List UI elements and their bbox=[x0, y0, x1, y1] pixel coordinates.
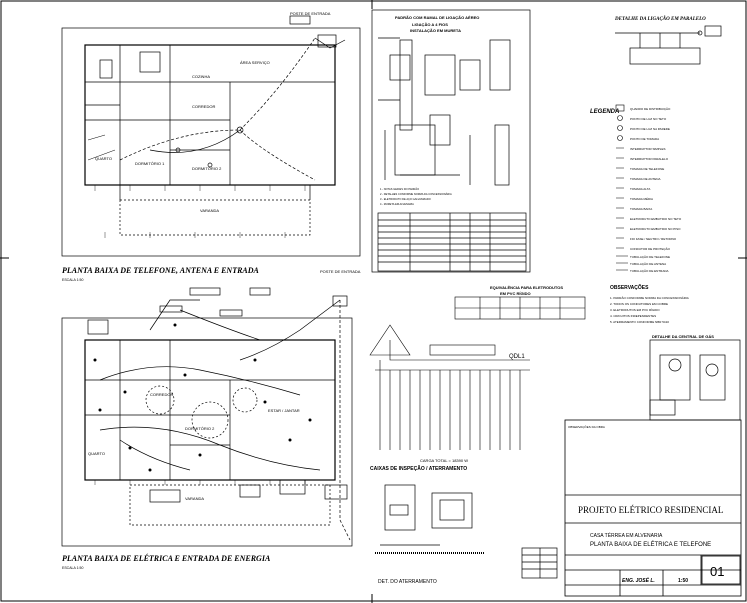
room-label: COZINHA bbox=[192, 74, 210, 79]
svg-text:TOMADA ALTA: TOMADA ALTA bbox=[630, 187, 650, 191]
svg-text:CONDUTOR DE PROTEÇÃO: CONDUTOR DE PROTEÇÃO bbox=[630, 246, 671, 251]
svg-text:CASA TÉRREA EM ALVENARIA: CASA TÉRREA EM ALVENARIA bbox=[590, 532, 663, 539]
inspection-box-detail bbox=[375, 484, 558, 579]
svg-text:PONTO DE TOMADA: PONTO DE TOMADA bbox=[630, 137, 659, 141]
svg-text:INSTALAÇÃO EM MURETA: INSTALAÇÃO EM MURETA bbox=[410, 28, 461, 33]
svg-text:4 - MURETA EM ALVENARIA: 4 - MURETA EM ALVENARIA bbox=[380, 202, 414, 206]
svg-text:DETALHE DA CENTRAL DE GÁS: DETALHE DA CENTRAL DE GÁS bbox=[652, 334, 714, 339]
svg-text:EQUIVALÊNCIA PARA ELETRODUTOS: EQUIVALÊNCIA PARA ELETRODUTOS bbox=[490, 285, 563, 290]
svg-text:1. PADRÃO CONFORME NORMA DA CO: 1. PADRÃO CONFORME NORMA DA CONCESSIONÁR… bbox=[610, 295, 689, 300]
svg-text:POSTE DE ENTRADA: POSTE DE ENTRADA bbox=[290, 11, 331, 16]
svg-text:DETALHE DA LIGAÇÃO EM PARALELO: DETALHE DA LIGAÇÃO EM PARALELO bbox=[614, 16, 706, 22]
svg-text:TUBULAÇÃO DE ANTENA: TUBULAÇÃO DE ANTENA bbox=[630, 261, 666, 266]
svg-text:QUADRO DE DISTRIBUIÇÃO: QUADRO DE DISTRIBUIÇÃO bbox=[630, 106, 671, 111]
svg-text:DET. DO ATERRAMENTO: DET. DO ATERRAMENTO bbox=[378, 579, 437, 585]
svg-text:ENG. JOSÉ L.: ENG. JOSÉ L. bbox=[622, 576, 655, 584]
svg-text:4. CIRCUITOS INDEPENDENTES: 4. CIRCUITOS INDEPENDENTES bbox=[610, 314, 656, 318]
svg-text:EM PVC RÍGIDO: EM PVC RÍGIDO bbox=[500, 291, 531, 296]
svg-text:QUARTO: QUARTO bbox=[88, 451, 105, 456]
standard-title: PADRÃO COM RAMAL DE LIGAÇÃO AÉREO bbox=[395, 15, 479, 20]
svg-text:TOMADA MÉDIA: TOMADA MÉDIA bbox=[630, 196, 653, 201]
svg-text:TOMADA DE ANTENA: TOMADA DE ANTENA bbox=[630, 177, 660, 181]
electric-plan bbox=[61, 287, 353, 547]
svg-text:LIGAÇÃO A 4 FIOS: LIGAÇÃO A 4 FIOS bbox=[412, 22, 448, 27]
sheet-number: 01 bbox=[710, 564, 724, 579]
svg-text:TUBULAÇÃO DE TELEFONE: TUBULAÇÃO DE TELEFONE bbox=[630, 254, 670, 259]
svg-text:ESTAR / JANTAR: ESTAR / JANTAR bbox=[268, 408, 300, 413]
svg-text:INTERRUPTOR SIMPLES: INTERRUPTOR SIMPLES bbox=[630, 147, 665, 151]
telephone-plan-title: PLANTA BAIXA DE TELEFONE, ANTENA E ENTRA… bbox=[62, 266, 260, 275]
svg-text:PONTO DE LUZ NA PAREDE: PONTO DE LUZ NA PAREDE bbox=[630, 127, 670, 131]
room-label: VARANDA bbox=[200, 208, 219, 213]
svg-text:ELETRODUTO EMBUTIDO NO PISO: ELETRODUTO EMBUTIDO NO PISO bbox=[630, 227, 681, 231]
entry-standard-detail bbox=[371, 9, 531, 273]
svg-text:QUARTO: QUARTO bbox=[95, 156, 112, 161]
svg-text:2. TODOS OS CONDUTORES EM COBR: 2. TODOS OS CONDUTORES EM COBRE bbox=[610, 302, 668, 306]
svg-text:TOMADA DE TELEFONE: TOMADA DE TELEFONE bbox=[630, 167, 664, 171]
svg-text:CAIXAS DE INSPEÇÃO / ATERRAMEN: CAIXAS DE INSPEÇÃO / ATERRAMENTO bbox=[370, 465, 467, 472]
svg-text:POSTE DE ENTRADA: POSTE DE ENTRADA bbox=[320, 269, 361, 274]
svg-text:PLANTA BAIXA DE ELÉTRICA E TEL: PLANTA BAIXA DE ELÉTRICA E TELEFONE bbox=[590, 541, 711, 548]
project-title: PROJETO ELÉTRICO RESIDENCIAL bbox=[578, 505, 723, 515]
svg-text:ÁREA SERVIÇO: ÁREA SERVIÇO bbox=[240, 60, 270, 65]
title-block bbox=[564, 419, 742, 597]
svg-text:CARGA TOTAL = 18390 W: CARGA TOTAL = 18390 W bbox=[420, 458, 468, 463]
svg-text:3 - ELETRODUTO DE AÇO GALVANIZ: 3 - ELETRODUTO DE AÇO GALVANIZADO bbox=[380, 197, 431, 201]
electric-plan-title: PLANTA BAIXA DE ELÉTRICA E ENTRADA DE EN… bbox=[62, 553, 271, 563]
svg-text:5. ATERRAMENTO CONFORME NBR 54: 5. ATERRAMENTO CONFORME NBR 5410 bbox=[610, 320, 669, 324]
room-label: CORREDOR bbox=[192, 104, 215, 109]
svg-text:ESCALA 1:50: ESCALA 1:50 bbox=[62, 566, 83, 570]
svg-text:ESCALA 1:50: ESCALA 1:50 bbox=[62, 278, 83, 282]
svg-text:1 - NOTAS GERAIS DO PADRÃO: 1 - NOTAS GERAIS DO PADRÃO bbox=[380, 186, 419, 191]
room-label: DORMITÓRIO 2 bbox=[192, 166, 222, 171]
telephone-plan bbox=[61, 15, 361, 257]
svg-text:FIO FASE / NEUTRO / RETORNO: FIO FASE / NEUTRO / RETORNO bbox=[630, 237, 677, 241]
svg-text:1:50: 1:50 bbox=[678, 578, 688, 584]
svg-text:LEGENDA: LEGENDA bbox=[590, 109, 619, 115]
legend-list: QUADRO DE DISTRIBUIÇÃO PONTO DE LUZ NO T… bbox=[615, 104, 682, 273]
svg-text:ELETRODUTO EMBUTIDO NO TETO: ELETRODUTO EMBUTIDO NO TETO bbox=[630, 217, 682, 221]
parallel-detail bbox=[615, 25, 722, 65]
equivalence-table bbox=[454, 296, 586, 320]
svg-text:OBSERVAÇÕES: OBSERVAÇÕES bbox=[610, 284, 649, 291]
svg-text:INTERRUPTOR PARALELO: INTERRUPTOR PARALELO bbox=[630, 157, 669, 161]
svg-text:OBSERVAÇÕES DA OBRA: OBSERVAÇÕES DA OBRA bbox=[568, 424, 605, 429]
svg-text:CORREDOR: CORREDOR bbox=[150, 392, 173, 397]
svg-text:2 - DETALHES CONFORME NORMA DA: 2 - DETALHES CONFORME NORMA DA CONCESSIO… bbox=[380, 192, 452, 196]
gas-central-detail bbox=[649, 339, 741, 421]
svg-text:VARANDA: VARANDA bbox=[185, 496, 204, 501]
svg-text:DORMITÓRIO 2: DORMITÓRIO 2 bbox=[185, 426, 215, 431]
room-label: DORMITÓRIO 1 bbox=[135, 161, 165, 166]
svg-text:TUBULAÇÃO DE ENTRADA: TUBULAÇÃO DE ENTRADA bbox=[630, 268, 669, 273]
svg-text:TOMADA BAIXA: TOMADA BAIXA bbox=[630, 207, 652, 211]
svg-text:PONTO DE LUZ NO TETO: PONTO DE LUZ NO TETO bbox=[630, 117, 667, 121]
svg-text:QDL1: QDL1 bbox=[509, 354, 525, 360]
svg-text:3. ELETRODUTOS EM PVC RÍGIDO: 3. ELETRODUTOS EM PVC RÍGIDO bbox=[610, 308, 660, 312]
qdl-diagram bbox=[369, 324, 530, 450]
